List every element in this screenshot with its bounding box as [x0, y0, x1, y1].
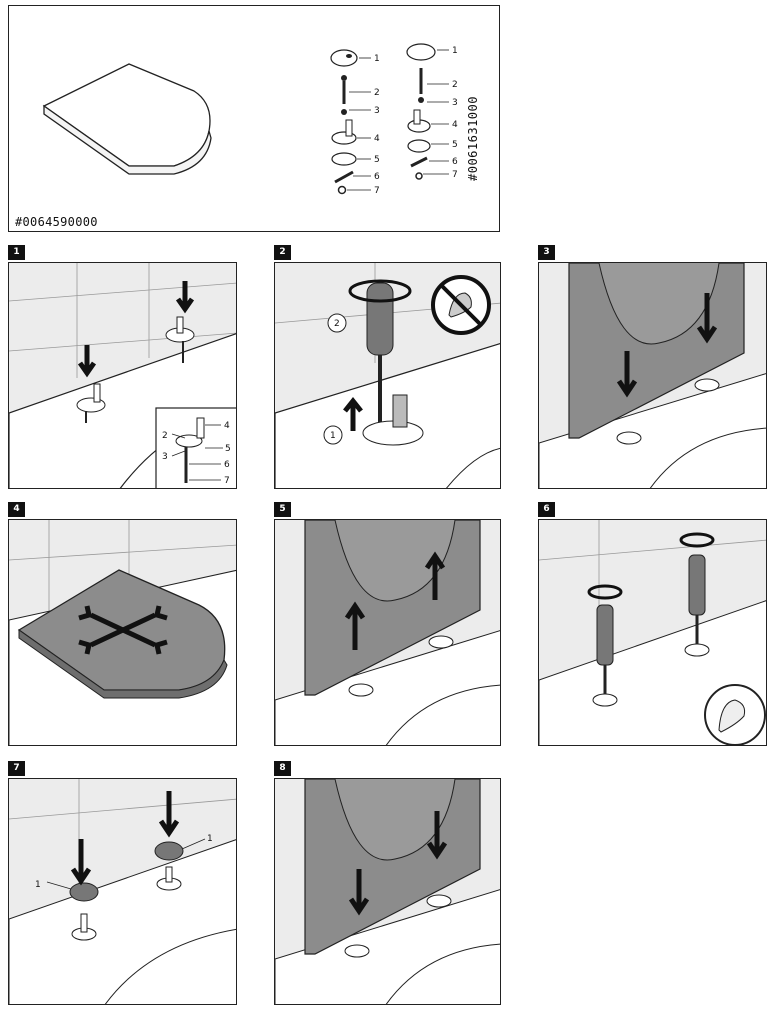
step-3-panel — [538, 262, 767, 489]
step-7-callout-left: 1 — [35, 880, 41, 890]
step-2-panel: 2 1 — [274, 262, 501, 489]
part-label-b-6: 6 — [452, 157, 458, 167]
step-8-panel — [274, 778, 501, 1005]
step-5-illustration — [275, 520, 500, 745]
step-1-panel: 2 3 4 5 6 7 — [8, 262, 237, 489]
step-badge-2: 2 — [274, 245, 291, 260]
step-4-panel — [8, 519, 237, 746]
part-label-b-2: 2 — [452, 80, 458, 90]
step-1-callout-3: 3 — [162, 452, 168, 462]
part-label-a-7: 7 — [374, 186, 380, 196]
step-badge-5: 5 — [274, 502, 291, 517]
step-6-panel — [538, 519, 767, 746]
part-label-b-4: 4 — [452, 120, 458, 130]
part-label-a-3: 3 — [374, 106, 380, 116]
part-label-a-6: 6 — [374, 172, 380, 182]
step-1-illustration: 2 3 4 5 6 7 — [9, 263, 236, 488]
step-6-illustration — [539, 520, 766, 745]
step-3-illustration — [539, 263, 766, 488]
seat-overview-illustration: 1 2 3 4 5 6 7 1 2 3 4 5 6 7 — [42, 43, 458, 196]
part-label-a-5: 5 — [374, 155, 380, 165]
step-1-callout-4: 4 — [224, 421, 230, 431]
step-5-panel — [274, 519, 501, 746]
step-7-callout-right: 1 — [207, 834, 213, 844]
step-1-callout-2: 2 — [162, 431, 168, 441]
article-number-b: #0061631000 — [466, 96, 480, 181]
parts-set-b — [406, 43, 436, 180]
step-badge-8: 8 — [274, 761, 291, 776]
step-badge-1: 1 — [8, 245, 25, 260]
part-label-b-7: 7 — [452, 170, 458, 180]
step-7-panel: 1 1 — [8, 778, 237, 1005]
step-1-callout-6: 6 — [224, 460, 230, 470]
step-badge-3: 3 — [538, 245, 555, 260]
part-label-b-3: 3 — [452, 98, 458, 108]
step-4-illustration — [9, 520, 236, 745]
step-1-callout-7: 7 — [224, 476, 230, 486]
part-label-a-1: 1 — [374, 54, 380, 64]
step-1-callout-5: 5 — [225, 444, 231, 454]
step-2-callout-2: 2 — [334, 319, 340, 329]
step-badge-6: 6 — [538, 502, 555, 517]
step-badge-7: 7 — [8, 761, 25, 776]
step-2-callout-1: 1 — [330, 431, 336, 441]
part-label-b-5: 5 — [452, 140, 458, 150]
no-force-icon — [431, 275, 491, 335]
overview-panel: 1 2 3 4 5 6 7 1 2 3 4 5 6 7 #0064590000 … — [8, 5, 500, 232]
step-badge-4: 4 — [8, 502, 25, 517]
part-label-a-4: 4 — [374, 134, 380, 144]
step-2-illustration: 2 1 — [275, 263, 500, 488]
parts-set-a — [330, 49, 358, 195]
tighten-strongly-icon — [704, 684, 766, 745]
step-8-illustration — [275, 779, 500, 1004]
article-number-a: #0064590000 — [15, 215, 98, 229]
step-7-illustration: 1 1 — [9, 779, 236, 1004]
part-label-a-2: 2 — [374, 88, 380, 98]
part-label-b-1: 1 — [452, 46, 458, 56]
